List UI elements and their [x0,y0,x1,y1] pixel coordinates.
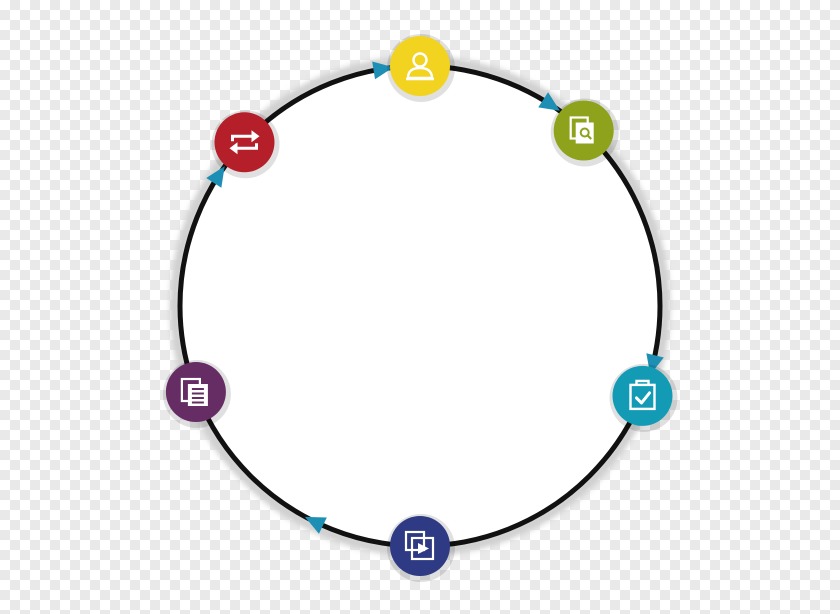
step-node-approve [609,363,678,432]
document-list-icon [180,377,208,406]
document-search-icon [569,116,594,144]
arrow-down-icon [538,92,560,111]
arrow-up-icon [206,166,225,188]
step-node-user [387,34,455,102]
media-play-icon [404,530,435,561]
refresh-arrows-icon [229,130,260,155]
step-node-review [550,98,619,167]
arrow-left-icon [304,516,327,534]
step-node-present [387,514,455,582]
checklist-icon [629,379,656,411]
user-icon [406,52,434,81]
step-nodes [162,34,678,582]
ring-fill [180,66,660,546]
step-node-report [162,360,231,428]
direction-arrows [206,61,664,534]
arrow-right-icon [372,61,394,80]
step-node-cycle [211,110,280,179]
